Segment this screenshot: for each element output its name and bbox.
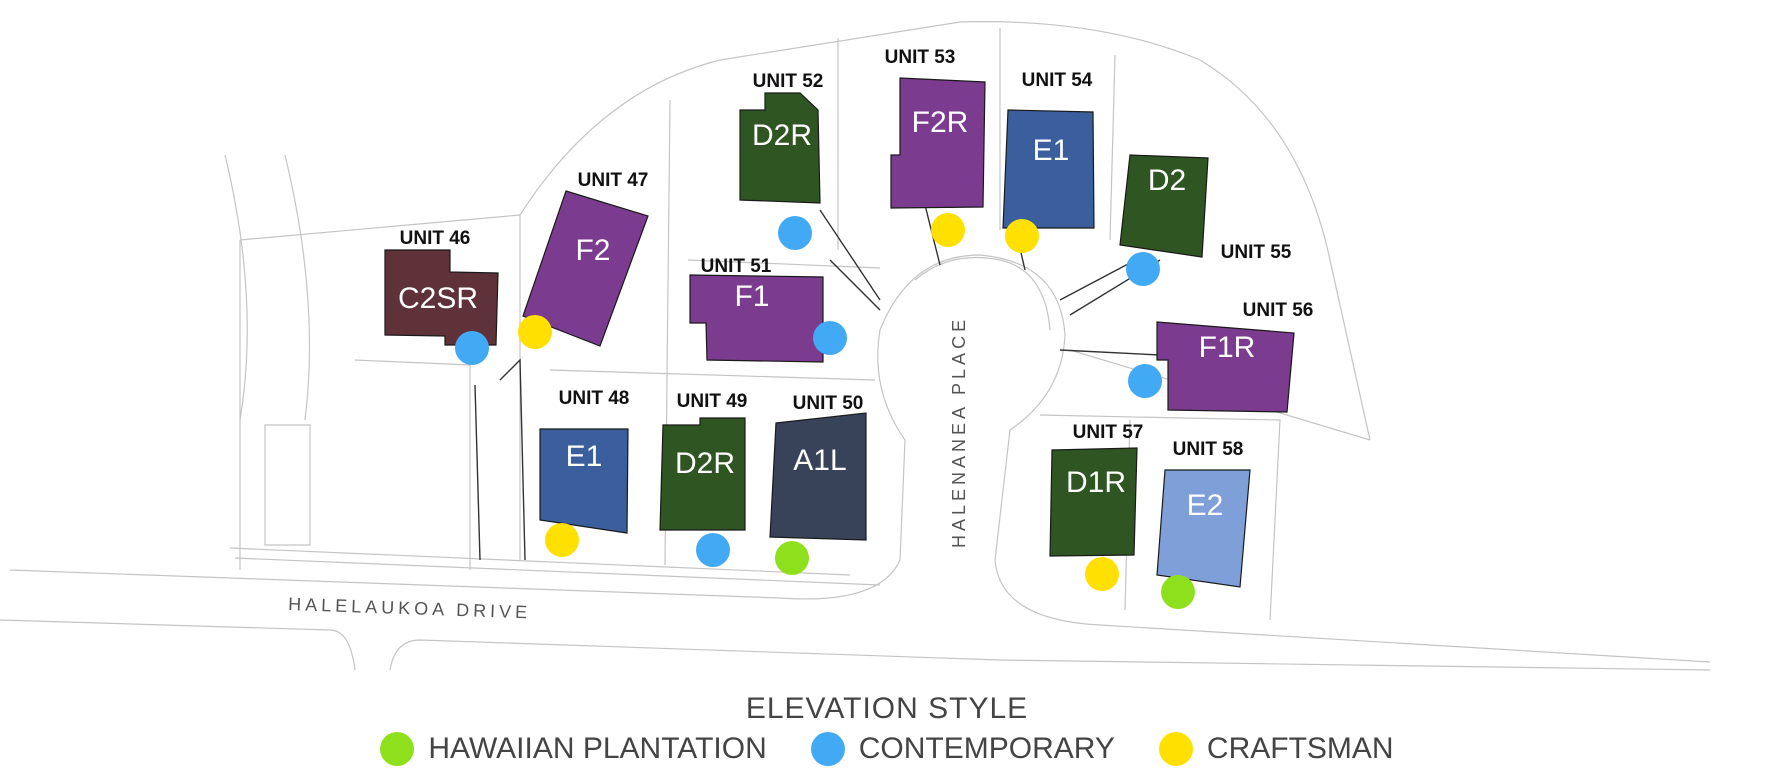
building-footprint bbox=[539, 428, 629, 534]
plan-code: F1 bbox=[734, 280, 769, 313]
plan-code: D2R bbox=[752, 119, 812, 152]
plan-code: C2SR bbox=[398, 282, 478, 315]
legend-item-craftsman: CRAFTSMAN bbox=[1158, 732, 1394, 766]
hawaiian-plantation-dot-icon bbox=[380, 732, 415, 766]
craftsman-dot-icon bbox=[1158, 732, 1193, 766]
building-footprint bbox=[659, 417, 746, 531]
lot-unit-48[interactable]: E1 UNIT 48 bbox=[539, 388, 630, 557]
legend-item-hawaiian-plantation: HAWAIIAN PLANTATION bbox=[380, 732, 767, 766]
lot-unit-47[interactable]: F2 UNIT 47 bbox=[518, 170, 649, 349]
plan-code: D2 bbox=[1148, 164, 1186, 197]
legend-label: CRAFTSMAN bbox=[1206, 732, 1394, 765]
elevation-style-dot bbox=[696, 533, 730, 567]
elevation-style-dot bbox=[1005, 219, 1039, 253]
elevation-style-legend: ELEVATION STYLE HAWAIIAN PLANTATION CONT… bbox=[0, 692, 1774, 766]
building-footprint bbox=[1156, 469, 1251, 588]
legend-label: HAWAIIAN PLANTATION bbox=[428, 732, 767, 765]
lot-unit-50[interactable]: A1L UNIT 50 bbox=[769, 393, 867, 575]
plan-code: D2R bbox=[675, 447, 735, 480]
lot-unit-54[interactable]: E1 UNIT 54 bbox=[1002, 70, 1095, 253]
unit-label: UNIT 51 bbox=[701, 256, 772, 277]
unit-lots: C2SR UNIT 46 F2 UNIT 47 E1 UNIT 48 D2R U… bbox=[384, 47, 1314, 609]
unit-label: UNIT 48 bbox=[559, 388, 630, 409]
elevation-style-dot bbox=[813, 321, 847, 355]
building-footprint bbox=[1119, 154, 1209, 258]
road-label-halelaukoa: HALELAUKOA DRIVE bbox=[288, 594, 532, 622]
lot-unit-58[interactable]: E2 UNIT 58 bbox=[1156, 439, 1251, 609]
building-footprint bbox=[1156, 321, 1295, 413]
legend-title: ELEVATION STYLE bbox=[745, 692, 1029, 725]
unit-label: UNIT 56 bbox=[1243, 300, 1314, 321]
plan-code: F1R bbox=[1199, 331, 1256, 364]
elevation-style-dot bbox=[931, 213, 965, 247]
elevation-style-dot bbox=[1126, 252, 1160, 286]
building-footprint bbox=[1049, 447, 1138, 557]
unit-label: UNIT 58 bbox=[1173, 439, 1244, 460]
road-label-halenanea: HALENANEA PLACE bbox=[949, 316, 969, 548]
lot-unit-46[interactable]: C2SR UNIT 46 bbox=[384, 228, 499, 365]
plan-code: F2 bbox=[575, 234, 610, 267]
lot-unit-51[interactable]: F1 UNIT 51 bbox=[689, 256, 847, 363]
legend-label: CONTEMPORARY bbox=[858, 732, 1115, 765]
unit-label: UNIT 54 bbox=[1022, 70, 1093, 91]
lot-unit-57[interactable]: D1R UNIT 57 bbox=[1049, 422, 1144, 591]
roads bbox=[0, 204, 1711, 671]
building-footprint bbox=[689, 274, 824, 363]
building-footprint bbox=[1002, 109, 1095, 229]
elevation-style-dot bbox=[775, 541, 809, 575]
legend-item-contemporary: CONTEMPORARY bbox=[810, 732, 1115, 766]
building-footprint bbox=[890, 77, 986, 209]
elevation-style-dot bbox=[545, 523, 579, 557]
unit-label: UNIT 49 bbox=[677, 391, 748, 412]
contemporary-dot-icon bbox=[810, 732, 845, 766]
lot-unit-52[interactable]: D2R UNIT 52 bbox=[739, 71, 824, 250]
unit-label: UNIT 47 bbox=[578, 170, 649, 191]
lot-unit-53[interactable]: F2R UNIT 53 bbox=[885, 47, 986, 247]
elevation-style-dot bbox=[1085, 557, 1119, 591]
plan-code: E2 bbox=[1187, 489, 1224, 522]
plan-code: F2R bbox=[912, 106, 969, 139]
unit-label: UNIT 57 bbox=[1073, 422, 1144, 443]
elevation-style-dot bbox=[455, 331, 489, 365]
lot-unit-49[interactable]: D2R UNIT 49 bbox=[659, 391, 748, 567]
elevation-style-dot bbox=[518, 315, 552, 349]
plan-code: A1L bbox=[793, 444, 846, 477]
elevation-style-dot bbox=[1161, 575, 1195, 609]
legend-items: HAWAIIAN PLANTATION CONTEMPORARY CRAFTSM… bbox=[0, 732, 1774, 766]
lot-unit-55[interactable]: D2 UNIT 55 bbox=[1119, 154, 1292, 286]
unit-label: UNIT 55 bbox=[1221, 242, 1292, 263]
building-footprint bbox=[769, 412, 867, 541]
elevation-style-dot bbox=[1128, 364, 1162, 398]
building-footprint bbox=[522, 190, 649, 347]
building-footprint bbox=[739, 92, 821, 204]
plan-code: E1 bbox=[566, 440, 603, 473]
elevation-style-dot bbox=[778, 216, 812, 250]
plan-code: D1R bbox=[1066, 466, 1126, 499]
unit-label: UNIT 46 bbox=[400, 228, 471, 249]
plan-code: E1 bbox=[1033, 134, 1070, 167]
unit-label: UNIT 52 bbox=[753, 71, 824, 92]
unit-label: UNIT 53 bbox=[885, 47, 956, 68]
unit-label: UNIT 50 bbox=[793, 393, 864, 414]
building-footprint bbox=[384, 249, 499, 346]
lot-unit-56[interactable]: F1R UNIT 56 bbox=[1128, 300, 1314, 413]
